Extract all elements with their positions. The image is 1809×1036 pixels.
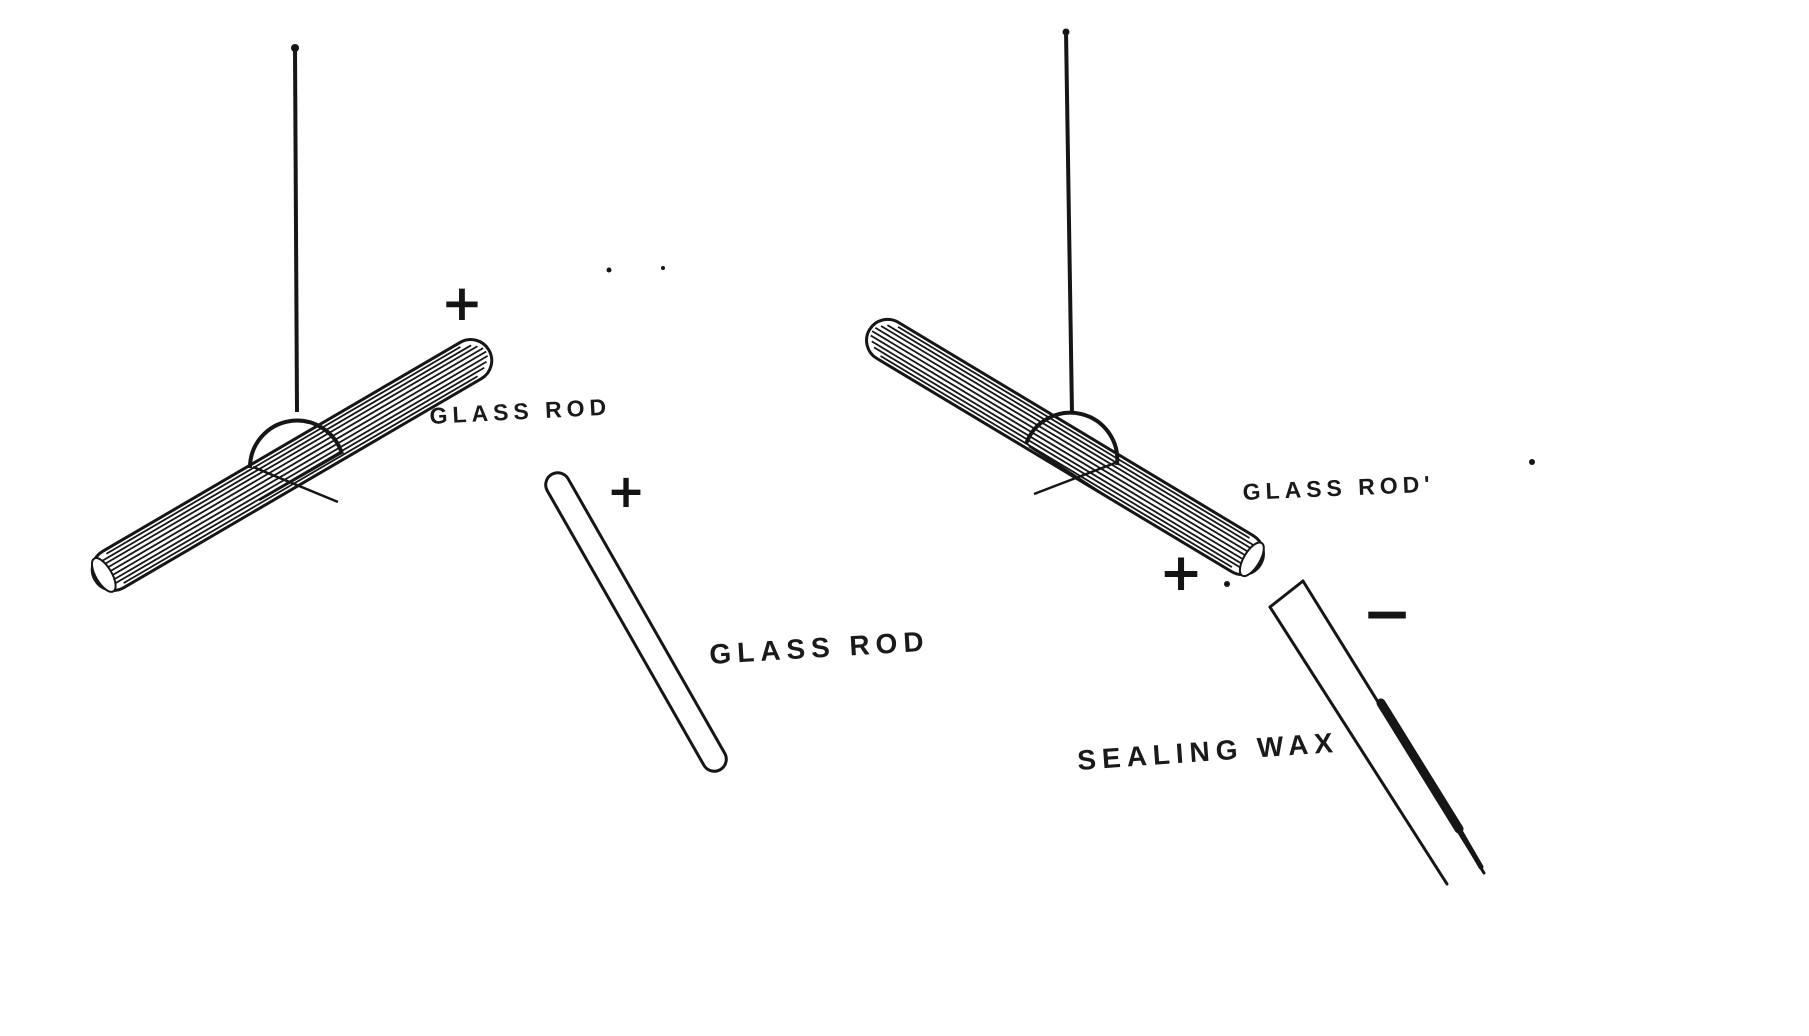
free-glass-rod (544, 471, 728, 773)
left-suspended-rod-label: GLASS ROD (429, 394, 612, 429)
free-glass-rod-label: GLASS ROD (708, 626, 930, 670)
sealing-wax-charge-sign: − (1362, 579, 1412, 649)
right-suspended-glass-rod (865, 317, 1265, 578)
right-suspended-rod-charge-sign: + (1159, 543, 1203, 603)
sealing-wax-rod (1268, 579, 1486, 886)
sealing-wax-label: SEALING WAX (1076, 727, 1340, 776)
left-suspension-string (291, 44, 299, 413)
right-suspension-string (1062, 28, 1074, 415)
right-suspended-rod-label: GLASS ROD' (1242, 471, 1435, 505)
free-glass-rod-charge-sign: + (607, 464, 646, 518)
right-suspension-loop (1024, 410, 1120, 502)
left-suspension-loop (247, 418, 344, 504)
right-rod-end-face (1238, 541, 1265, 578)
left-rod-end-face (90, 557, 117, 593)
ink-specks (606, 266, 1535, 587)
left-suspended-rod-charge-sign: + (441, 274, 483, 332)
left-suspended-glass-rod (90, 338, 494, 593)
